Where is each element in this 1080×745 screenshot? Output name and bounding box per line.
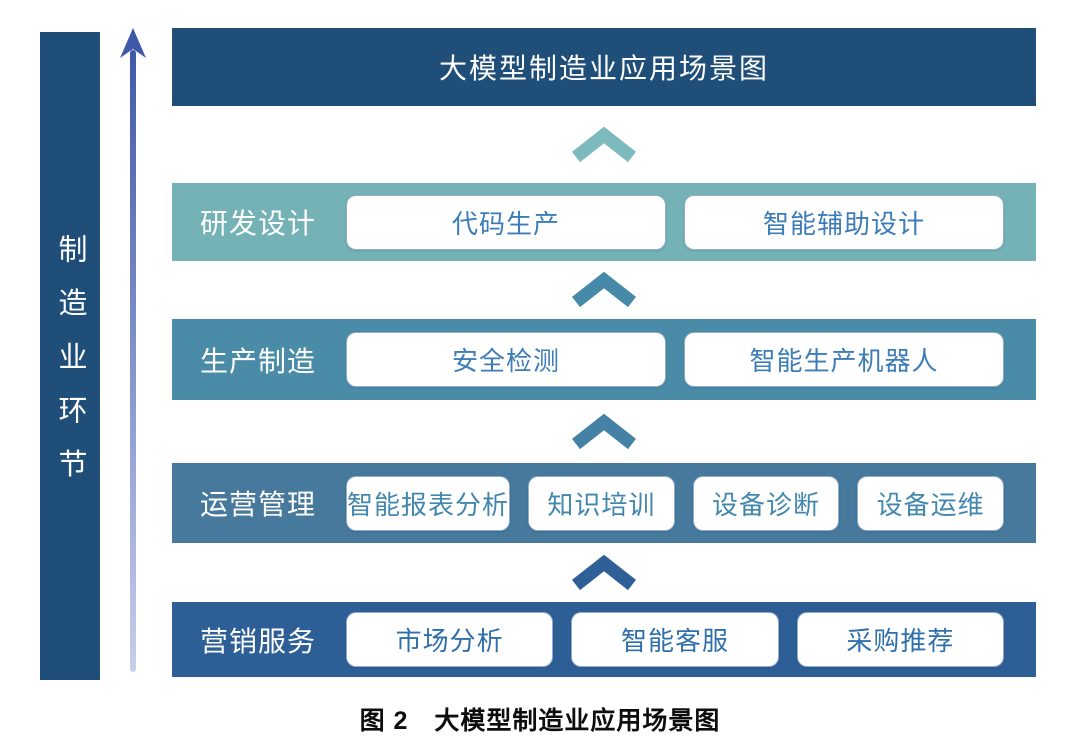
band-label: 营销服务 — [200, 626, 317, 658]
scenario-pill: 知识培训 — [528, 475, 675, 531]
diagram-title: 大模型制造业应用场景图 — [438, 54, 769, 85]
band-marketing: 营销服务 市场分析 智能客服 采购推荐 — [172, 602, 1036, 677]
chevron-gap-3 — [172, 400, 1036, 463]
figure-caption: 图 2 大模型制造业应用场景图 — [359, 707, 721, 735]
scenario-pill: 智能生产机器人 — [684, 332, 1004, 387]
scenario-pill: 安全检测 — [346, 332, 666, 387]
scenario-pill: 代码生产 — [346, 194, 666, 250]
chevron-gap-1 — [172, 106, 1036, 183]
scenario-pill: 采购推荐 — [796, 612, 1004, 667]
chevron-up-icon — [571, 413, 637, 449]
chevron-gap-2 — [172, 261, 1036, 319]
chevron-gap-4 — [172, 543, 1036, 602]
manufacturing-stages-label: 制造业环节 — [54, 234, 86, 503]
chevron-up-icon — [571, 126, 637, 162]
band-label: 运营管理 — [200, 490, 317, 521]
scenario-pill: 智能报表分析 — [346, 475, 511, 531]
band-operations: 运营管理 智能报表分析 知识培训 设备诊断 设备运维 — [172, 463, 1036, 543]
band-rd-design: 研发设计 代码生产 智能辅助设计 — [172, 183, 1036, 261]
band-label: 研发设计 — [200, 209, 317, 240]
scenario-pill: 设备诊断 — [692, 475, 840, 531]
scenario-pill: 设备运维 — [857, 475, 1004, 531]
diagram-title-bar: 大模型制造业应用场景图 — [172, 28, 1036, 106]
band-production: 生产制造 安全检测 智能生产机器人 — [172, 319, 1036, 400]
scenario-pill: 智能客服 — [571, 612, 779, 667]
band-label: 生产制造 — [200, 346, 317, 378]
scenario-pill: 智能辅助设计 — [684, 194, 1004, 250]
scenario-pill: 市场分析 — [346, 612, 554, 667]
chevron-up-icon — [571, 271, 637, 308]
scenario-stack: 大模型制造业应用场景图 研发设计 代码生产 智能辅助设计 生产制造 安全检测 智… — [172, 28, 1036, 677]
manufacturing-stages-bar: 制造业环节 — [40, 32, 100, 680]
chevron-up-icon — [571, 554, 637, 590]
upward-flow-arrow-icon — [120, 28, 146, 672]
